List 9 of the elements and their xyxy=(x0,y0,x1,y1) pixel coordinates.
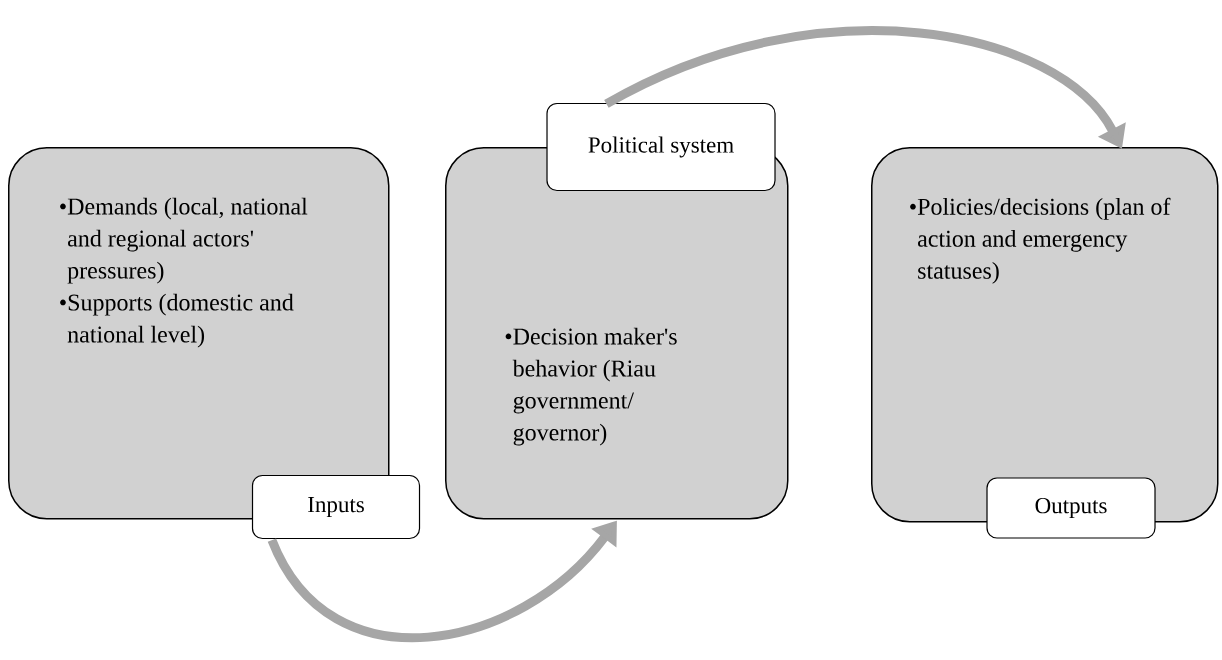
bullet-item: •Decision maker's behavior (Riau government/ governor) xyxy=(505,327,677,446)
label-tab: Inputs xyxy=(251,474,421,540)
label-tab: Political system xyxy=(546,102,776,192)
label-tab: Outputs xyxy=(986,477,1156,539)
bullet-item: •Supports (domestic and national level) xyxy=(60,293,294,348)
bullet-item: •Demands (local, national and regional actors' pressures) xyxy=(60,197,308,284)
bullet-item: •Policies/decisions (plan of action and emergency statuses) xyxy=(910,197,1171,284)
rounded-panel xyxy=(8,147,390,520)
rounded-panel xyxy=(871,147,1219,523)
